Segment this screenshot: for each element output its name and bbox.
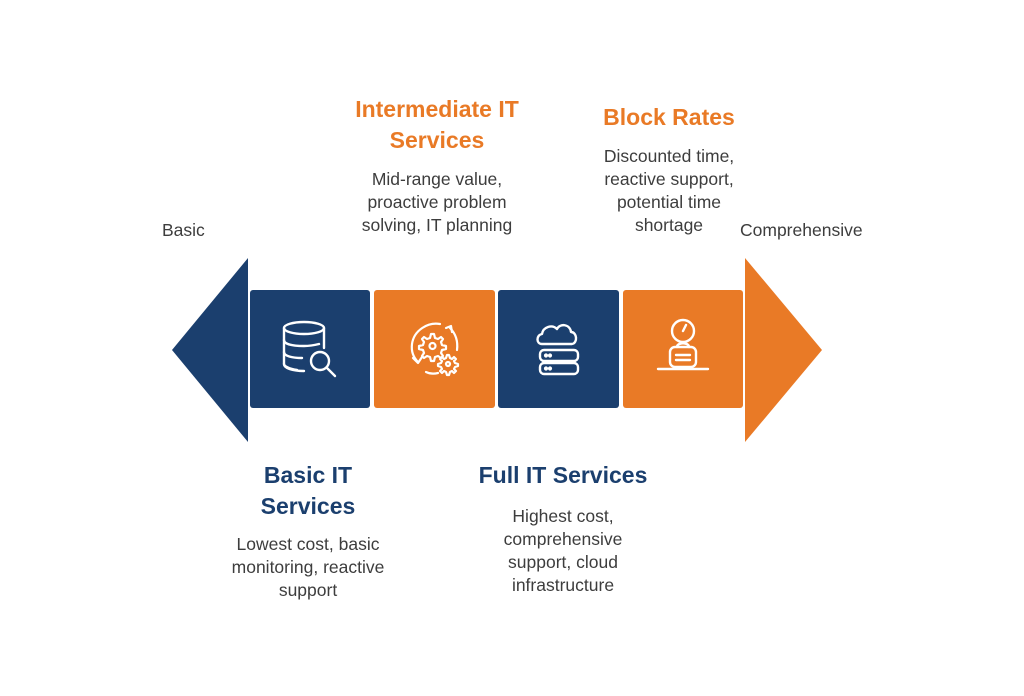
gears-cycle-icon [410,322,459,377]
timer-briefcase-icon [656,318,710,371]
stage-description: Lowest cost, basic monitoring, reactive … [231,534,385,600]
stage-description: Highest cost, comprehensive support, clo… [503,506,623,595]
stage-label-block-rates: Block Rates Discounted time, reactive su… [574,102,764,237]
stage-label-intermediate-it-services: Intermediate IT Services Mid-range value… [332,94,542,237]
stage-description: Mid-range value, proactive problem solvi… [361,169,513,235]
stage-box-intermediate-it-services [374,290,495,408]
stage-title: Block Rates [603,104,735,130]
stage-description: Discounted time, reactive support, poten… [603,146,735,235]
stage-title: Basic IT Services [260,462,356,519]
left-arrow-head [172,258,248,442]
scale-right-label: Comprehensive [740,220,863,240]
scale-left-label: Basic [162,220,205,240]
right-arrow-head [745,258,822,442]
cloud-server-icon [535,324,579,376]
stage-label-full-it-services: Full IT Services Highest cost, comprehen… [458,460,668,597]
stage-box-basic-it-services [250,290,370,408]
stage-box-block-rates [623,290,743,408]
stage-title: Intermediate IT Services [355,96,519,153]
database-search-icon [282,320,337,378]
stage-title: Full IT Services [478,462,648,488]
stage-label-basic-it-services: Basic IT Services Lowest cost, basic mon… [208,460,408,602]
stage-box-full-it-services [498,290,619,408]
